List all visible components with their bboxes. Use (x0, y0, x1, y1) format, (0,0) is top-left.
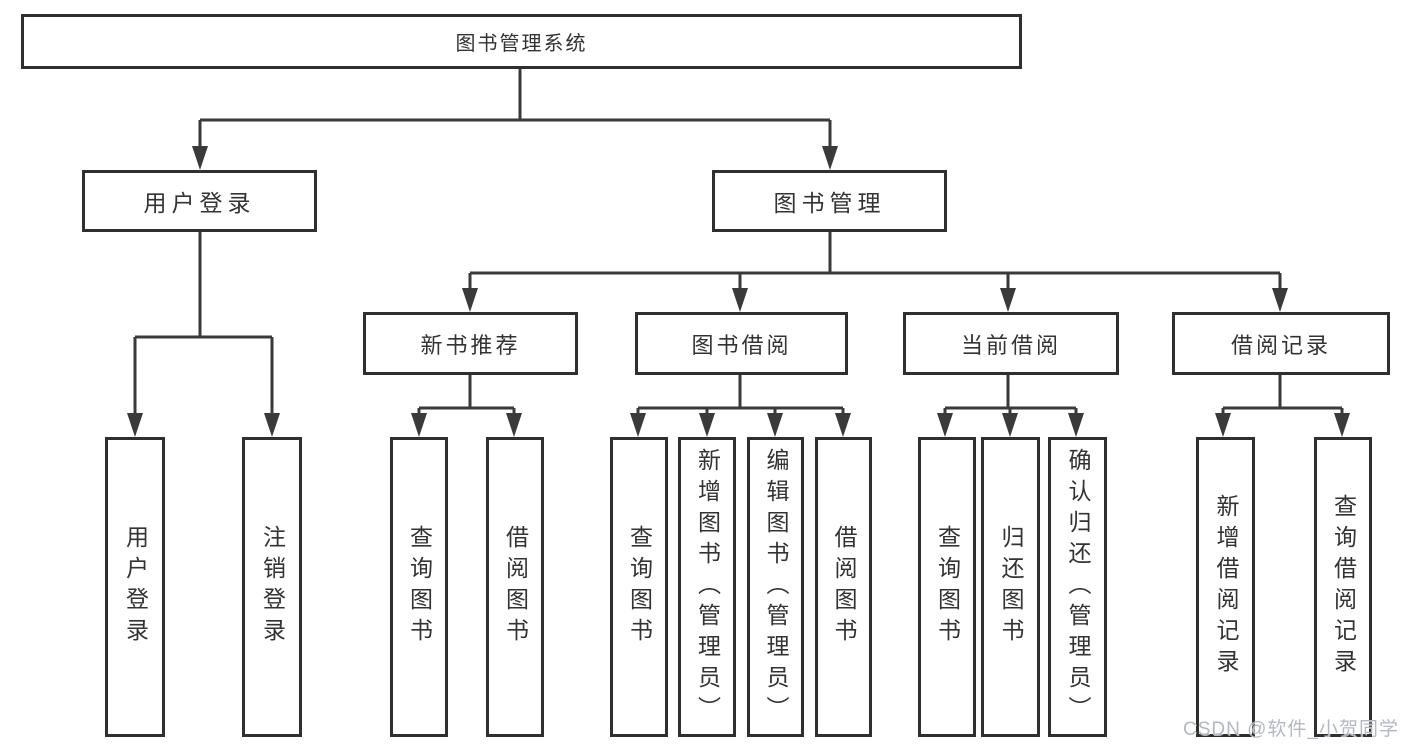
node-label: 归还图书 (998, 525, 1024, 649)
leaf-add-borrow-record: 新增借阅记录 (1196, 437, 1255, 737)
arrowhead (1002, 413, 1018, 437)
leaf-query-books-borrow: 查询图书 (610, 437, 668, 737)
node-root: 图书管理系统 (21, 14, 1022, 69)
arrowhead (192, 146, 208, 170)
node-book-management: 图书管理 (712, 170, 947, 232)
connector-root (192, 69, 838, 170)
leaf-return-books: 归还图书 (981, 437, 1040, 737)
connector-user-login (127, 232, 280, 437)
node-label: 新书推荐 (420, 332, 521, 358)
node-borrow-records: 借阅记录 (1172, 312, 1390, 375)
arrowhead (1272, 288, 1288, 312)
connector-new-book-recommend (411, 375, 522, 437)
arrowhead (1000, 288, 1016, 312)
node-label: 确认归还（管理员） (1065, 447, 1091, 727)
arrowhead (506, 413, 522, 437)
arrowhead (732, 288, 748, 312)
arrowhead (1068, 413, 1084, 437)
connector-book-management (462, 232, 1288, 312)
node-label: 用户登录 (143, 190, 256, 216)
arrowhead (699, 413, 715, 437)
node-label: 用户登录 (122, 525, 149, 649)
leaf-user-login: 用户登录 (105, 437, 165, 737)
leaf-borrow-books-recommend: 借阅图书 (486, 437, 544, 737)
node-label: 借阅记录 (1230, 332, 1331, 358)
leaf-logout-login: 注销登录 (242, 437, 302, 737)
leaf-edit-books-admin: 编辑图书（管理员） (747, 437, 804, 737)
node-new-book-recommend: 新书推荐 (363, 312, 578, 375)
leaf-query-borrow-record: 查询借阅记录 (1314, 437, 1372, 737)
leaf-confirm-return-admin: 确认归还（管理员） (1048, 437, 1107, 737)
arrowhead (835, 413, 851, 437)
leaf-add-books-admin: 新增图书（管理员） (678, 437, 736, 737)
arrowhead (1334, 413, 1350, 437)
node-label: 查询图书 (934, 525, 961, 649)
watermark: CSDN @软件_小贺同学 (1183, 719, 1399, 740)
arrowhead (937, 413, 953, 437)
connector-current-borrow (937, 375, 1084, 437)
node-label: 查询图书 (626, 525, 653, 649)
node-user-login: 用户登录 (82, 170, 317, 232)
node-label: 新增图书（管理员） (694, 447, 721, 727)
node-label: 图书管理系统 (455, 33, 588, 55)
arrowhead (127, 413, 143, 437)
arrowhead (462, 288, 478, 312)
node-label: 图书借阅 (691, 332, 792, 358)
arrowhead (767, 413, 783, 437)
leaf-query-books-current: 查询图书 (918, 437, 976, 737)
node-label: 借阅图书 (831, 525, 857, 649)
leaf-borrow-books: 借阅图书 (815, 437, 872, 737)
arrowhead (822, 146, 838, 170)
node-label: 当前借阅 (960, 332, 1061, 358)
node-label: 查询图书 (406, 525, 433, 649)
connector-book-borrow (630, 375, 851, 437)
leaf-query-books-recommend: 查询图书 (390, 437, 448, 737)
node-label: 编辑图书（管理员） (763, 447, 789, 727)
node-label: 图书管理 (773, 190, 886, 216)
arrowhead (264, 413, 280, 437)
node-label: 查询借阅记录 (1330, 494, 1357, 680)
arrowhead (1215, 413, 1231, 437)
node-label: 借阅图书 (502, 525, 529, 649)
arrowhead (411, 413, 427, 437)
node-book-borrow: 图书借阅 (635, 312, 848, 375)
node-current-borrow: 当前借阅 (903, 312, 1119, 375)
node-label: 注销登录 (259, 525, 286, 649)
node-label: 新增借阅记录 (1213, 494, 1239, 680)
arrowhead (630, 413, 646, 437)
connector-borrow-records (1215, 375, 1350, 437)
